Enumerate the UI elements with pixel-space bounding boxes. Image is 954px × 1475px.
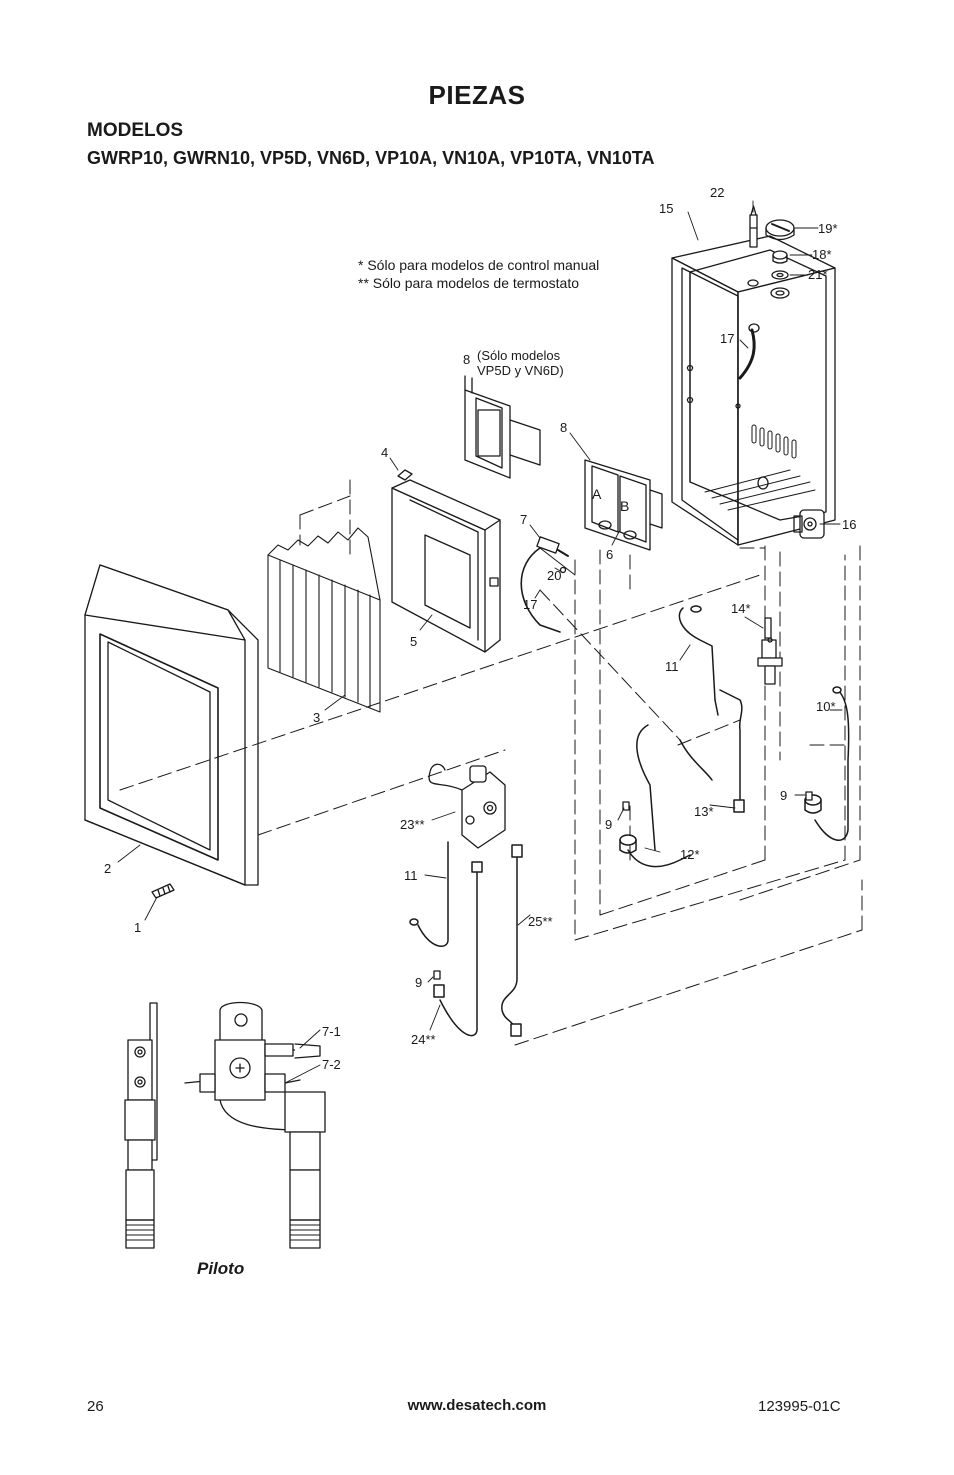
igniter-knob-group bbox=[749, 205, 795, 280]
clip-part-4 bbox=[397, 469, 413, 481]
note-part-8: (Sólo modelos VP5D y VN6D) bbox=[477, 348, 564, 378]
footnote-manual: * Sólo para modelos de control manual bbox=[358, 257, 600, 273]
valve-part-16 bbox=[793, 509, 825, 539]
pilot-part-7 bbox=[520, 536, 576, 633]
burner-label-a: A bbox=[592, 486, 602, 502]
callout-11-lower: 11 bbox=[404, 868, 418, 883]
callout-leaders bbox=[117, 200, 843, 1084]
callout-7-1: 7-1 bbox=[322, 1024, 341, 1039]
callout-20: 20 bbox=[547, 568, 562, 583]
callout-4: 4 bbox=[381, 445, 389, 460]
callout-16: 16 bbox=[842, 517, 857, 532]
tube-part-11-upper bbox=[678, 605, 719, 716]
tube-part-10 bbox=[804, 686, 850, 841]
callout-12: 12* bbox=[680, 847, 700, 862]
tube-part-25 bbox=[501, 844, 523, 1037]
callout-1: 1 bbox=[134, 920, 142, 935]
screw-part-1 bbox=[151, 883, 175, 899]
callout-14: 14* bbox=[731, 601, 751, 616]
callout-11-upper: 11 bbox=[665, 659, 679, 674]
callout-24: 24** bbox=[411, 1032, 436, 1047]
callout-8-upper: 8 bbox=[463, 352, 471, 367]
thermostat-valve-part-23 bbox=[428, 763, 506, 849]
callout-25: 25** bbox=[528, 914, 553, 929]
callout-2: 2 bbox=[104, 861, 112, 876]
callout-17-pilot: 17 bbox=[523, 597, 538, 612]
page-title: PIEZAS bbox=[428, 80, 526, 110]
callout-18: 18* bbox=[812, 247, 832, 262]
footer-website-link[interactable]: www.desatech.com bbox=[407, 1397, 547, 1414]
callout-22: 22 bbox=[710, 185, 725, 200]
fitting-part-14 bbox=[757, 617, 783, 685]
callout-21: 21* bbox=[808, 267, 828, 282]
callout-7-2: 7-2 bbox=[322, 1057, 341, 1072]
callout-10: 10* bbox=[816, 699, 836, 714]
callout-17-cabinet: 17 bbox=[720, 331, 735, 346]
callout-13: 13* bbox=[694, 804, 714, 819]
footer-page-number: 26 bbox=[87, 1398, 104, 1415]
callout-8-lower: 8 bbox=[560, 420, 568, 435]
front-panel-part-2 bbox=[84, 564, 259, 886]
callout-6: 6 bbox=[606, 547, 614, 562]
callout-23: 23** bbox=[400, 817, 425, 832]
callout-19: 19* bbox=[818, 221, 838, 236]
callout-7: 7 bbox=[520, 512, 528, 527]
note-part-8-line2: VP5D y VN6D) bbox=[477, 363, 564, 378]
tube-part-24 bbox=[433, 861, 483, 1037]
assembly-leader-lines bbox=[119, 479, 863, 1046]
note-part-8-line1: (Sólo modelos bbox=[477, 348, 561, 363]
footnotes: * Sólo para modelos de control manual **… bbox=[358, 256, 599, 292]
cabinet-part-15 bbox=[671, 235, 836, 546]
callout-15: 15 bbox=[659, 201, 674, 216]
models-list: GWRP10, GWRN10, VP5D, VN6D, VP10A, VN10A… bbox=[87, 148, 655, 168]
tube-part-12 bbox=[619, 724, 713, 868]
callout-9-lower: 9 bbox=[415, 975, 423, 990]
screws-part-9 bbox=[433, 791, 813, 980]
footer-doc-code: 123995-01C bbox=[758, 1398, 841, 1415]
footnote-thermostat: ** Sólo para modelos de termostato bbox=[358, 275, 580, 291]
tube-part-11-lower bbox=[409, 841, 449, 947]
callout-9-left: 9 bbox=[605, 817, 613, 832]
frame-part-5 bbox=[391, 479, 501, 653]
pilot-detail-front-view bbox=[184, 1001, 326, 1249]
tube-part-13 bbox=[719, 689, 745, 813]
radiants-part-3 bbox=[267, 527, 381, 713]
callout-5: 5 bbox=[410, 634, 418, 649]
pilot-detail-side-view bbox=[124, 1002, 158, 1249]
burner-part-8-lower bbox=[584, 459, 663, 551]
models-heading: MODELOS bbox=[87, 120, 184, 141]
burner-part-8-upper bbox=[464, 375, 541, 479]
burner-label-b: B bbox=[620, 498, 630, 514]
callout-9-right: 9 bbox=[780, 788, 788, 803]
callout-3: 3 bbox=[313, 710, 321, 725]
pilot-caption: Piloto bbox=[197, 1259, 245, 1278]
